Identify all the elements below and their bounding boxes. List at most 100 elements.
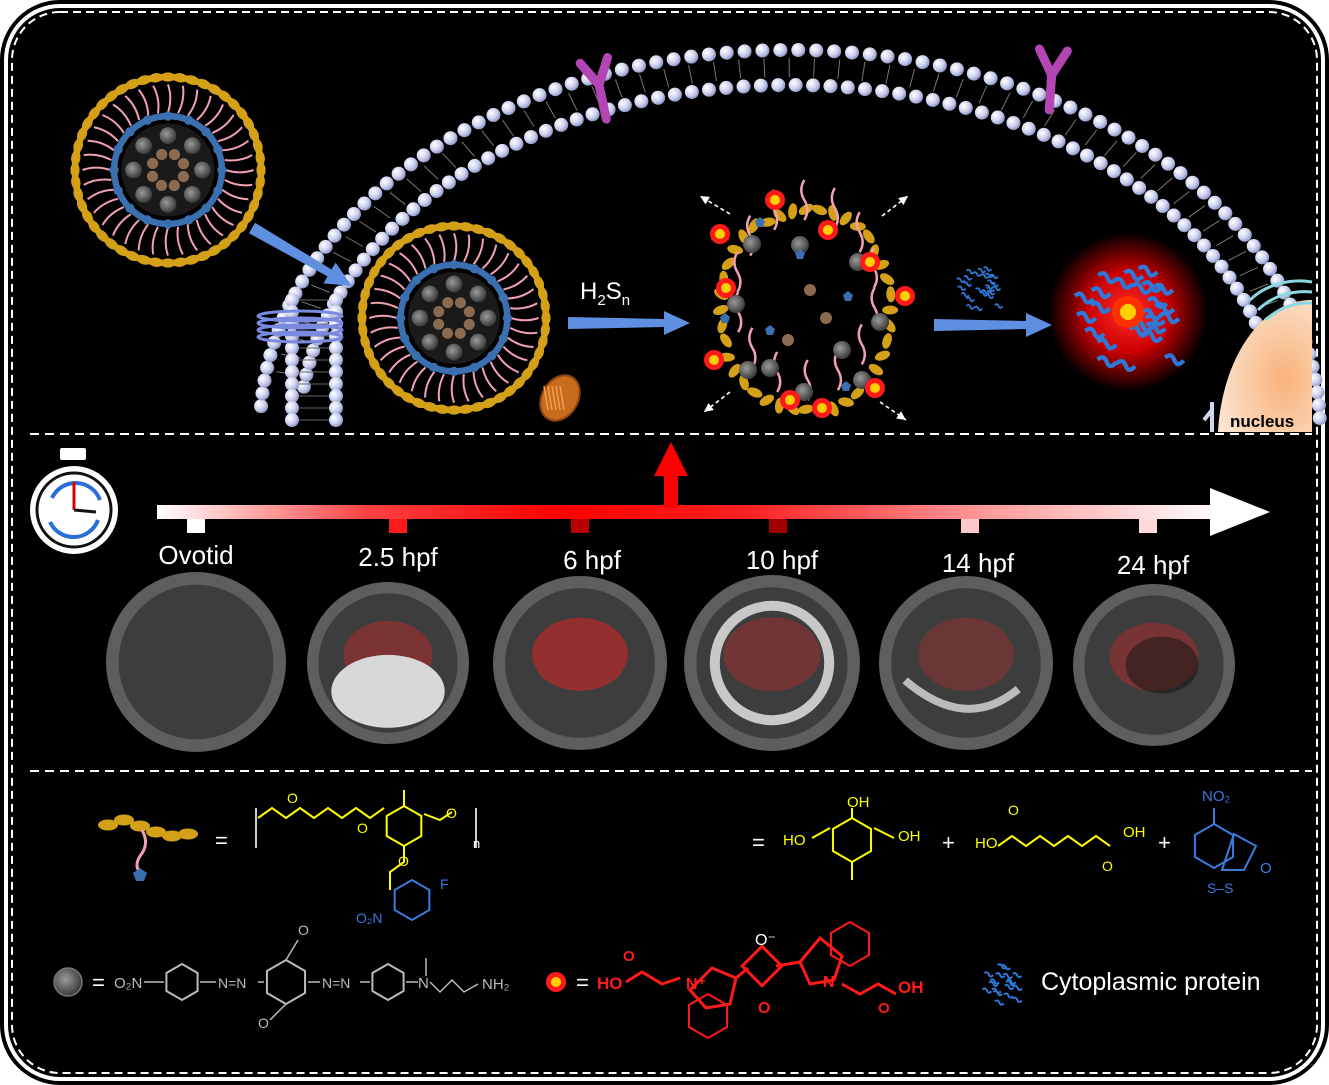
dithiolone-o: O xyxy=(1260,860,1272,877)
lipid-head xyxy=(285,293,299,307)
lipid-head xyxy=(1206,248,1221,263)
pink-chain xyxy=(373,336,401,348)
blue-unit xyxy=(449,260,459,270)
polymer-backbone xyxy=(257,806,385,820)
phenol-arm xyxy=(811,827,831,839)
lipid-head xyxy=(564,76,579,91)
lipid-head xyxy=(1197,238,1212,253)
lipid-head xyxy=(990,110,1005,125)
protein-ribbon xyxy=(980,273,990,279)
lipid-tail xyxy=(1228,250,1247,261)
dye-n-plus: N⁺ xyxy=(686,976,706,993)
dye-cargo xyxy=(442,297,454,309)
lipid-head xyxy=(1218,206,1233,221)
lipid-head xyxy=(983,71,998,86)
pink-chain xyxy=(204,213,224,237)
lipid-head xyxy=(932,58,947,73)
linker-ring xyxy=(393,878,431,922)
shell-fragment xyxy=(759,217,776,227)
lipid-tail xyxy=(1216,235,1234,246)
lipid-head xyxy=(858,82,873,97)
shell-fragment xyxy=(862,229,875,244)
lipid-head xyxy=(524,130,539,145)
protein-ribbon xyxy=(1073,291,1095,305)
pink-chain xyxy=(151,226,159,255)
er-membrane xyxy=(1248,279,1313,322)
lipid-head xyxy=(329,341,343,355)
lipid-head xyxy=(329,353,343,367)
pink-chain xyxy=(507,288,535,300)
lipid-tail xyxy=(423,165,439,180)
lipid-tail xyxy=(763,58,766,78)
protein-ribbon xyxy=(1144,313,1167,327)
lipid-head xyxy=(1016,81,1031,96)
dye-cargo xyxy=(177,170,189,183)
blue-unit xyxy=(428,362,439,372)
lipid-head xyxy=(1121,130,1136,145)
grey-cargo xyxy=(421,333,439,351)
pink-chain xyxy=(93,126,119,142)
lipid-tail xyxy=(885,64,891,84)
lipid-tail xyxy=(1239,266,1258,277)
lipid-head xyxy=(1119,172,1134,187)
pink-chain xyxy=(137,223,150,251)
pink-chain xyxy=(370,326,398,334)
pink-fragment xyxy=(855,211,864,253)
lipid-head xyxy=(684,84,699,99)
pink-chain xyxy=(186,89,199,117)
lipid-head xyxy=(329,377,343,391)
timeline-tick xyxy=(769,519,787,533)
grey-cargo xyxy=(469,333,487,351)
embryo-fluorescence xyxy=(918,617,1014,691)
protein-ribbon xyxy=(992,990,1003,997)
lipid-head xyxy=(260,360,275,375)
lipid-head xyxy=(1036,127,1051,142)
grey-cargo xyxy=(411,309,429,327)
pink-fragment xyxy=(857,323,867,366)
protein-ribbon xyxy=(989,273,999,280)
lipid-head xyxy=(306,343,321,358)
lipid-head xyxy=(1236,292,1251,307)
shell-fragment xyxy=(886,286,896,303)
protein-ribbon xyxy=(1006,978,1017,985)
dye-cargo xyxy=(155,179,168,191)
lipid-head xyxy=(263,348,278,363)
linker-o: O xyxy=(398,853,409,869)
lipid-head xyxy=(486,108,501,123)
lipid-head xyxy=(1063,100,1078,115)
shell-fragment xyxy=(882,333,892,349)
protein-ribbon xyxy=(1123,268,1145,282)
pink-chain xyxy=(217,198,243,214)
blue-unit xyxy=(502,313,512,323)
lipid-head xyxy=(285,389,299,403)
grey-cargo xyxy=(739,361,757,379)
dye-cargo xyxy=(156,148,168,161)
lipid-head xyxy=(429,184,444,199)
shell-fragment xyxy=(811,204,828,216)
lipid-head xyxy=(666,52,681,67)
blue-unit xyxy=(113,144,123,155)
lipid-head xyxy=(942,96,957,111)
lipid-tail xyxy=(1044,109,1056,127)
blue-unit xyxy=(498,333,508,344)
protein-ribbon xyxy=(965,304,975,310)
released-dye-core xyxy=(770,195,780,205)
stopwatch-icon xyxy=(30,448,118,554)
lipid-tail xyxy=(359,220,377,233)
protein-ribbon xyxy=(994,303,1004,309)
lipid-head xyxy=(719,45,734,60)
lipid-head xyxy=(755,43,770,58)
protein-ribbon xyxy=(1153,282,1175,296)
protein-ribbon xyxy=(1130,281,1153,295)
shell-fragment xyxy=(838,397,854,407)
pink-chain xyxy=(221,188,249,201)
lipid-head xyxy=(295,274,310,289)
lipid-head xyxy=(1237,227,1252,242)
polymer-n: n xyxy=(473,836,481,851)
grey-cargo xyxy=(791,236,809,254)
lipid-head xyxy=(1310,385,1325,400)
lipid-tail xyxy=(389,192,406,205)
yolk-rim xyxy=(709,600,835,726)
